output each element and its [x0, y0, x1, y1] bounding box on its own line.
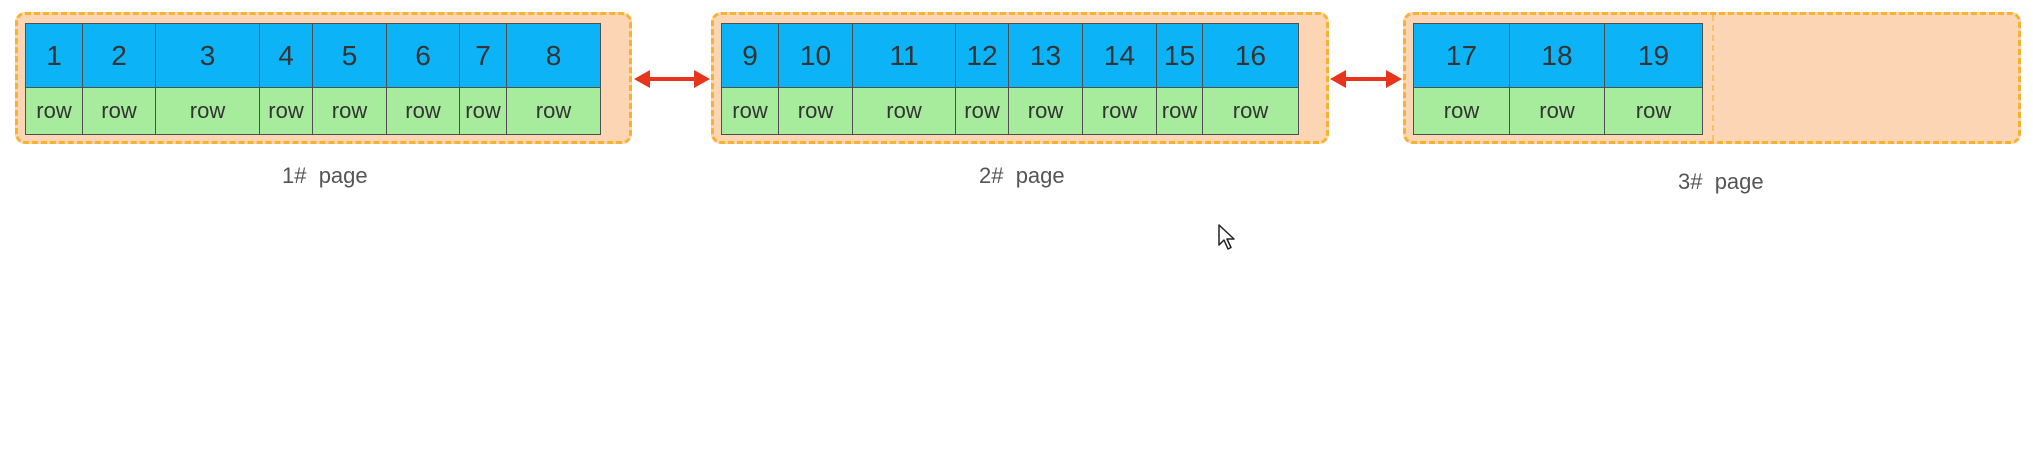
record-row: row [956, 88, 1008, 134]
record-key: 19 [1605, 24, 1702, 88]
record-key: 9 [722, 24, 778, 88]
record-row: row [83, 88, 155, 134]
record-key: 16 [1203, 24, 1298, 88]
record-key: 3 [156, 24, 259, 88]
record-key: 6 [387, 24, 459, 88]
record-key: 17 [1414, 24, 1509, 88]
record-row: row [853, 88, 955, 134]
double-arrow-icon [634, 70, 710, 88]
record-row: row [1203, 88, 1298, 134]
record-row: row [779, 88, 852, 134]
record-row: row [156, 88, 259, 134]
record-key: 5 [313, 24, 386, 88]
record-key: 4 [260, 24, 312, 88]
record-row: row [260, 88, 312, 134]
record-key: 1 [26, 24, 82, 88]
free-space-divider [1712, 15, 1714, 141]
record-row: row [1605, 88, 1702, 134]
record-key: 2 [83, 24, 155, 88]
record-row: row [1414, 88, 1509, 134]
record-row: row [1009, 88, 1082, 134]
record-key: 13 [1009, 24, 1082, 88]
record-row: row [1510, 88, 1604, 134]
record-key: 10 [779, 24, 852, 88]
record-row: row [722, 88, 778, 134]
record-key: 8 [507, 24, 600, 88]
record-key: 18 [1510, 24, 1604, 88]
record-row: row [1157, 88, 1202, 134]
record-row: row [313, 88, 386, 134]
record-key: 7 [460, 24, 506, 88]
record-row: row [460, 88, 506, 134]
double-arrow-icon [1330, 70, 1402, 88]
record-row: row [387, 88, 459, 134]
record-key: 11 [853, 24, 955, 88]
mouse-pointer-icon [1218, 224, 1235, 250]
record-key: 14 [1083, 24, 1156, 88]
record-key: 15 [1157, 24, 1202, 88]
page-2-label: 2# page [979, 163, 1065, 188]
record-row: row [26, 88, 82, 134]
page-3-label: 3# page [1678, 169, 1764, 194]
record-key: 12 [956, 24, 1008, 88]
record-row: row [507, 88, 600, 134]
page-1-label: 1# page [282, 163, 368, 188]
record-row: row [1083, 88, 1156, 134]
